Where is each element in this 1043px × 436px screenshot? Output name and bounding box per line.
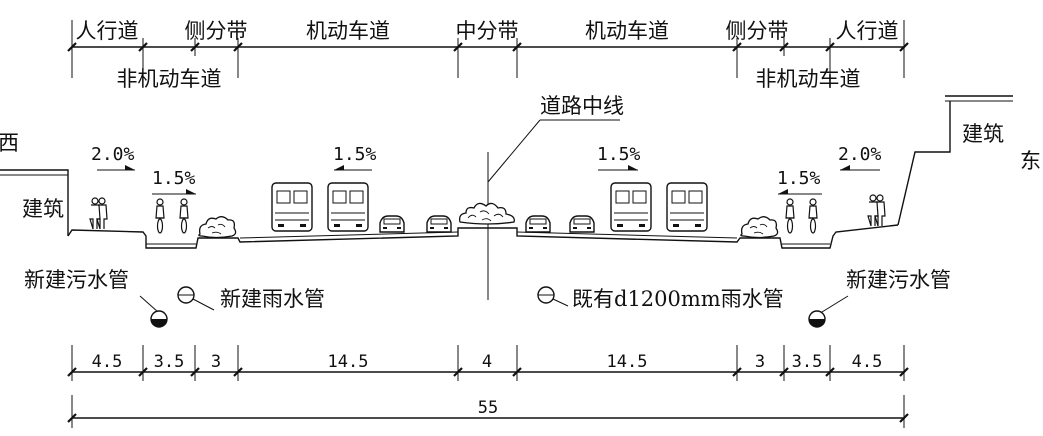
cyclist-icon-right-2 [808, 198, 818, 234]
top-label-bar [67, 20, 909, 78]
direction-west: 西 [0, 131, 19, 155]
bus-icon-right-1 [610, 182, 652, 232]
bus-icon-right-2 [666, 182, 708, 232]
bus-icon-left-2 [327, 182, 369, 232]
dim-side-strip-right: 3 [755, 352, 765, 372]
shrub-icon-right [740, 216, 779, 239]
rain-pipe-existing [537, 286, 569, 307]
car-icon-left-1 [379, 215, 405, 233]
rain-new-label: 新建雨水管 [220, 287, 325, 311]
median-shrub-icon [458, 202, 515, 225]
pedestrian-icon-left-2 [96, 197, 108, 230]
label-motor-lane-right: 机动车道 [585, 19, 669, 43]
cyclist-icon-left-2 [179, 198, 189, 234]
slope-left-sidewalk: 2.0% [91, 144, 135, 165]
building-left-label: 建筑 [22, 197, 64, 221]
ground-profile [67, 224, 899, 249]
slope-right-bike: 1.5% [777, 168, 821, 189]
dim-motor-right: 14.5 [607, 352, 648, 372]
dim-motor-left: 14.5 [328, 352, 369, 372]
road-centerline [487, 119, 620, 300]
sewer-pipe-left [139, 295, 168, 328]
direction-east: 东 [1020, 149, 1041, 173]
sewer-left-label: 新建污水管 [24, 268, 129, 292]
label-side-strip-right: 侧分带 [726, 19, 789, 43]
building-right-label: 建筑 [962, 122, 1004, 146]
label-sidewalk-right: 人行道 [836, 19, 899, 43]
dim-total: 55 [478, 398, 498, 418]
dimension-line-total [67, 395, 909, 428]
sewer-right-label: 新建污水管 [846, 268, 951, 292]
slope-left-bike: 1.5% [152, 168, 196, 189]
dimension-line-segments [67, 345, 909, 381]
slope-arrows [97, 165, 880, 195]
label-nonmotor-right: 非机动车道 [756, 67, 861, 91]
cyclist-icon-right-1 [785, 198, 795, 234]
slope-right-sidewalk: 2.0% [838, 144, 882, 165]
dim-bike-left: 3.5 [154, 352, 185, 372]
car-icon-right-1 [525, 215, 551, 233]
dim-median: 4 [482, 352, 492, 372]
car-icon-right-2 [569, 215, 595, 233]
centerline-label: 道路中线 [540, 94, 624, 118]
label-sidewalk-left: 人行道 [76, 19, 139, 43]
dim-side-strip-left: 3 [211, 352, 221, 372]
pedestrian-icon-right-2 [874, 194, 886, 227]
shrub-icon-left [198, 216, 237, 239]
dim-sidewalk-left: 4.5 [92, 352, 123, 372]
rain-existing-label: 既有d1200mm雨水管 [572, 287, 784, 311]
label-side-strip-left: 侧分带 [185, 19, 248, 43]
building-left [0, 169, 69, 236]
dim-sidewalk-right: 4.5 [852, 352, 883, 372]
dim-bike-right: 3.5 [792, 352, 823, 372]
bus-icon-left-1 [271, 182, 313, 232]
rain-pipe-new [177, 286, 215, 311]
label-nonmotor-left: 非机动车道 [117, 67, 222, 91]
sewer-pipe-right [808, 295, 849, 328]
label-motor-lane-left: 机动车道 [306, 19, 390, 43]
cyclist-icon-left-1 [155, 198, 165, 234]
building-right [897, 95, 1013, 226]
car-icon-left-2 [426, 215, 452, 233]
slope-left-motor: 1.5% [333, 144, 377, 165]
label-median: 中分带 [456, 19, 519, 43]
slope-right-motor: 1.5% [597, 144, 641, 165]
